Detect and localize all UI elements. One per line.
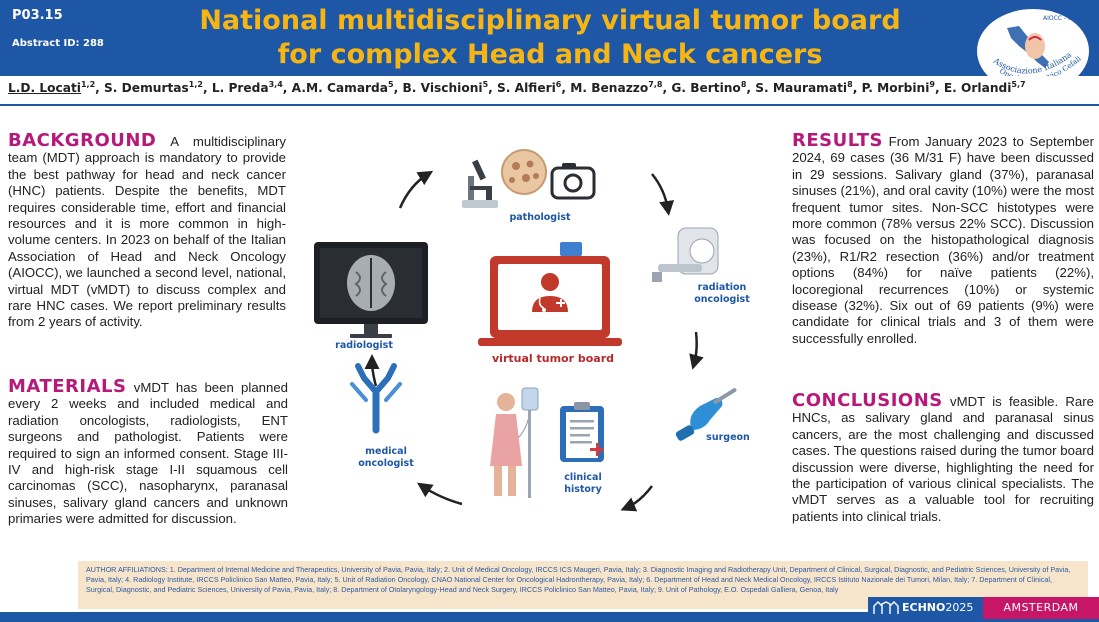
logo-text: AIOCC - IHNS: [1043, 15, 1083, 22]
author-name: S. Mauramati: [755, 81, 848, 96]
cell-sample-icon: [501, 149, 547, 195]
author-affiliation-number: 6: [555, 80, 562, 89]
author-name: P. Morbini: [861, 81, 930, 96]
amsterdam-badge: AMSTERDAM: [983, 597, 1099, 619]
author-name: S. Alfieri: [497, 81, 556, 96]
authors-bar: [0, 76, 1099, 102]
author-affiliation-number: 1,2: [80, 80, 96, 89]
materials-section: MATERIALS vMDT has been planned every 2 …: [8, 376, 288, 528]
title-line-2: for complex Head and Neck cancers: [277, 39, 823, 70]
patient-iv-icon: [490, 387, 539, 498]
echno-badge: ECHNO2025: [868, 597, 983, 619]
surgeon-hand-icon: [675, 387, 737, 441]
clipboard-icon: [560, 402, 604, 462]
author-affiliation-number: 1,2: [188, 80, 203, 89]
label-radiation-line2: oncologist: [694, 294, 750, 305]
arrow-history-to-medical: [417, 482, 463, 506]
workflow-diagram: pathologist radiation oncologist surgeon…: [300, 130, 780, 550]
echno-text: ECHNO: [902, 601, 946, 614]
label-clinical-line2: history: [564, 484, 602, 495]
label-medical-line2: oncologist: [358, 458, 414, 469]
author-affiliation-number: 8: [740, 80, 747, 89]
label-pathologist: pathologist: [509, 212, 571, 223]
author-name: G. Bertino: [671, 81, 741, 96]
arrow-radiation-to-surgeon: [689, 331, 704, 370]
author-name: L.D. Locati: [8, 81, 81, 96]
abstract-id: Abstract ID: 288: [12, 38, 104, 49]
echno-logo-icon: [873, 601, 899, 614]
materials-text: vMDT has been planned every 2 weeks and …: [8, 380, 288, 527]
author-affiliation-number: 7,8: [648, 80, 663, 89]
arrow-radiologist-to-pathologist: [398, 170, 434, 209]
author-name: L. Preda: [211, 81, 269, 96]
author-affiliation-number: 5: [482, 80, 489, 89]
author-name: B. Vischioni: [402, 81, 483, 96]
background-title: BACKGROUND: [8, 130, 157, 151]
author-name: A.M. Camarda: [291, 81, 388, 96]
author-name: M. Benazzo: [570, 81, 649, 96]
label-virtual-tumor-board: virtual tumor board: [492, 352, 614, 365]
aiocc-logo: AIOCC - IHNS Associazione Italiana Oncol…: [975, 6, 1089, 93]
camera-icon: [550, 163, 596, 200]
label-clinical-history: clinical history: [552, 472, 614, 496]
header-divider: [0, 104, 1099, 106]
virtual-tumor-board-icon: [478, 242, 622, 346]
author-affiliation-number: 8: [847, 80, 853, 89]
poster-title: National multidisciplinary virtual tumor…: [150, 4, 950, 72]
results-text: From January 2023 to September 2024, 69 …: [792, 134, 1094, 346]
results-section: RESULTS From January 2023 to September 2…: [792, 130, 1094, 347]
author-name: E. Orlandi: [943, 81, 1012, 96]
author-list: L.D. Locati1,2, S. Demurtas1,2, L. Preda…: [8, 80, 1026, 96]
conclusions-text: vMDT is feasible. Rare HNCs, as salivary…: [792, 394, 1094, 524]
arrow-surgeon-to-history: [620, 485, 653, 512]
label-medical-oncologist: medical oncologist: [346, 446, 426, 470]
label-radiologist: radiologist: [335, 340, 393, 351]
monitor-brain-icon: [314, 242, 428, 338]
antibody-icon: [350, 363, 402, 434]
workflow-diagram-graphics: [314, 149, 737, 512]
label-medical-line1: medical: [365, 446, 407, 457]
conclusions-title: CONCLUSIONS: [792, 390, 943, 411]
microscope-icon: [462, 159, 498, 208]
label-radiation-oncologist: radiation oncologist: [682, 282, 762, 306]
affiliations-text: 1. Department of Internal Medicine and T…: [86, 565, 1071, 594]
background-section: BACKGROUND A multidisciplinary team (MDT…: [8, 130, 286, 331]
label-clinical-line1: clinical: [564, 472, 602, 483]
author-affiliation-number: 3,4: [268, 80, 283, 89]
author-name: S. Demurtas: [104, 81, 189, 96]
label-surgeon: surgeon: [706, 432, 750, 443]
echno-year: 2025: [945, 601, 974, 614]
arrow-pathologist-to-radiation: [651, 173, 675, 216]
label-radiation-line1: radiation: [697, 282, 747, 293]
materials-title: MATERIALS: [8, 376, 127, 397]
author-affiliation-number: 9: [929, 80, 935, 89]
header-bar: [0, 0, 1099, 76]
results-title: RESULTS: [792, 130, 883, 151]
author-affiliation-number: 5,7: [1011, 80, 1026, 89]
poster-id: P03.15: [12, 8, 63, 23]
background-text: A multidisciplinary team (MDT) approach …: [8, 134, 286, 330]
radiotherapy-machine-icon: [652, 227, 719, 282]
title-line-1: National multidisciplinary virtual tumor…: [199, 5, 901, 36]
arrow-medical-to-radiologist: [364, 354, 380, 387]
conclusions-section: CONCLUSIONS vMDT is feasible. Rare HNCs,…: [792, 390, 1094, 525]
affiliations-title: AUTHOR AFFILIATIONS:: [86, 565, 168, 574]
footer-bar: [0, 612, 1099, 622]
author-affiliation-number: 5: [388, 80, 394, 89]
